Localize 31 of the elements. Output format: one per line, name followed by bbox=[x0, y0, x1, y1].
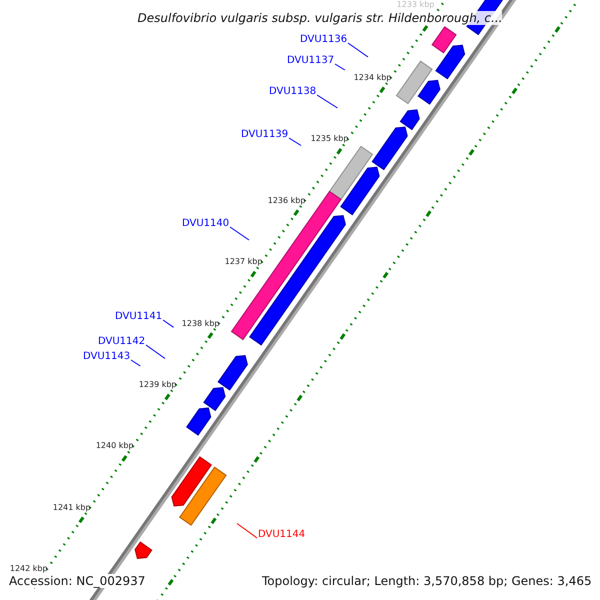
leader-line bbox=[236, 523, 258, 538]
leader-line bbox=[130, 360, 141, 366]
scale-label: 1239 kbp bbox=[138, 380, 177, 390]
scale-label: 1237 kbp bbox=[224, 257, 262, 267]
gene-label: DVU1140 bbox=[182, 218, 230, 230]
scale-label: 1235 kbp bbox=[310, 134, 348, 144]
gene-label: DVU1138 bbox=[269, 86, 316, 98]
gene-label: DVU1139 bbox=[241, 129, 288, 141]
scale-label: 1238 kbp bbox=[182, 318, 220, 328]
topology-text: Topology: circular; Length: 3,570,858 bp; Genes: 3,465 bbox=[262, 574, 592, 588]
leader-line bbox=[348, 42, 368, 58]
scale-label: 1236 kbp bbox=[268, 196, 306, 206]
accession-text: Accession: NC_002937 bbox=[9, 574, 146, 588]
leader-line bbox=[230, 226, 250, 240]
gene-label: DVU1142 bbox=[98, 336, 146, 348]
gene-label: DVU1143 bbox=[83, 351, 130, 363]
scale-label: 1240 kbp bbox=[96, 441, 134, 451]
gene-label: DVU1144 bbox=[258, 529, 306, 541]
scale-label: 1233 kbp bbox=[396, 0, 434, 10]
leader-line bbox=[316, 94, 338, 108]
scale-label: 1234 kbp bbox=[354, 72, 392, 82]
leader-line bbox=[334, 64, 346, 70]
leader-line bbox=[162, 320, 174, 328]
gene-label: DVU1137 bbox=[287, 55, 334, 67]
map-title: Desulfovibrio vulgaris subsp. vulgaris str. Hildenborough, c... bbox=[138, 11, 502, 26]
scale-label: 1241 kbp bbox=[52, 502, 91, 512]
leader-line bbox=[146, 344, 166, 359]
gene-label: DVU1141 bbox=[115, 311, 162, 323]
scale-label: 1242 kbp bbox=[10, 564, 48, 574]
gene-label: DVU1136 bbox=[300, 34, 348, 46]
leader-line bbox=[288, 138, 302, 146]
